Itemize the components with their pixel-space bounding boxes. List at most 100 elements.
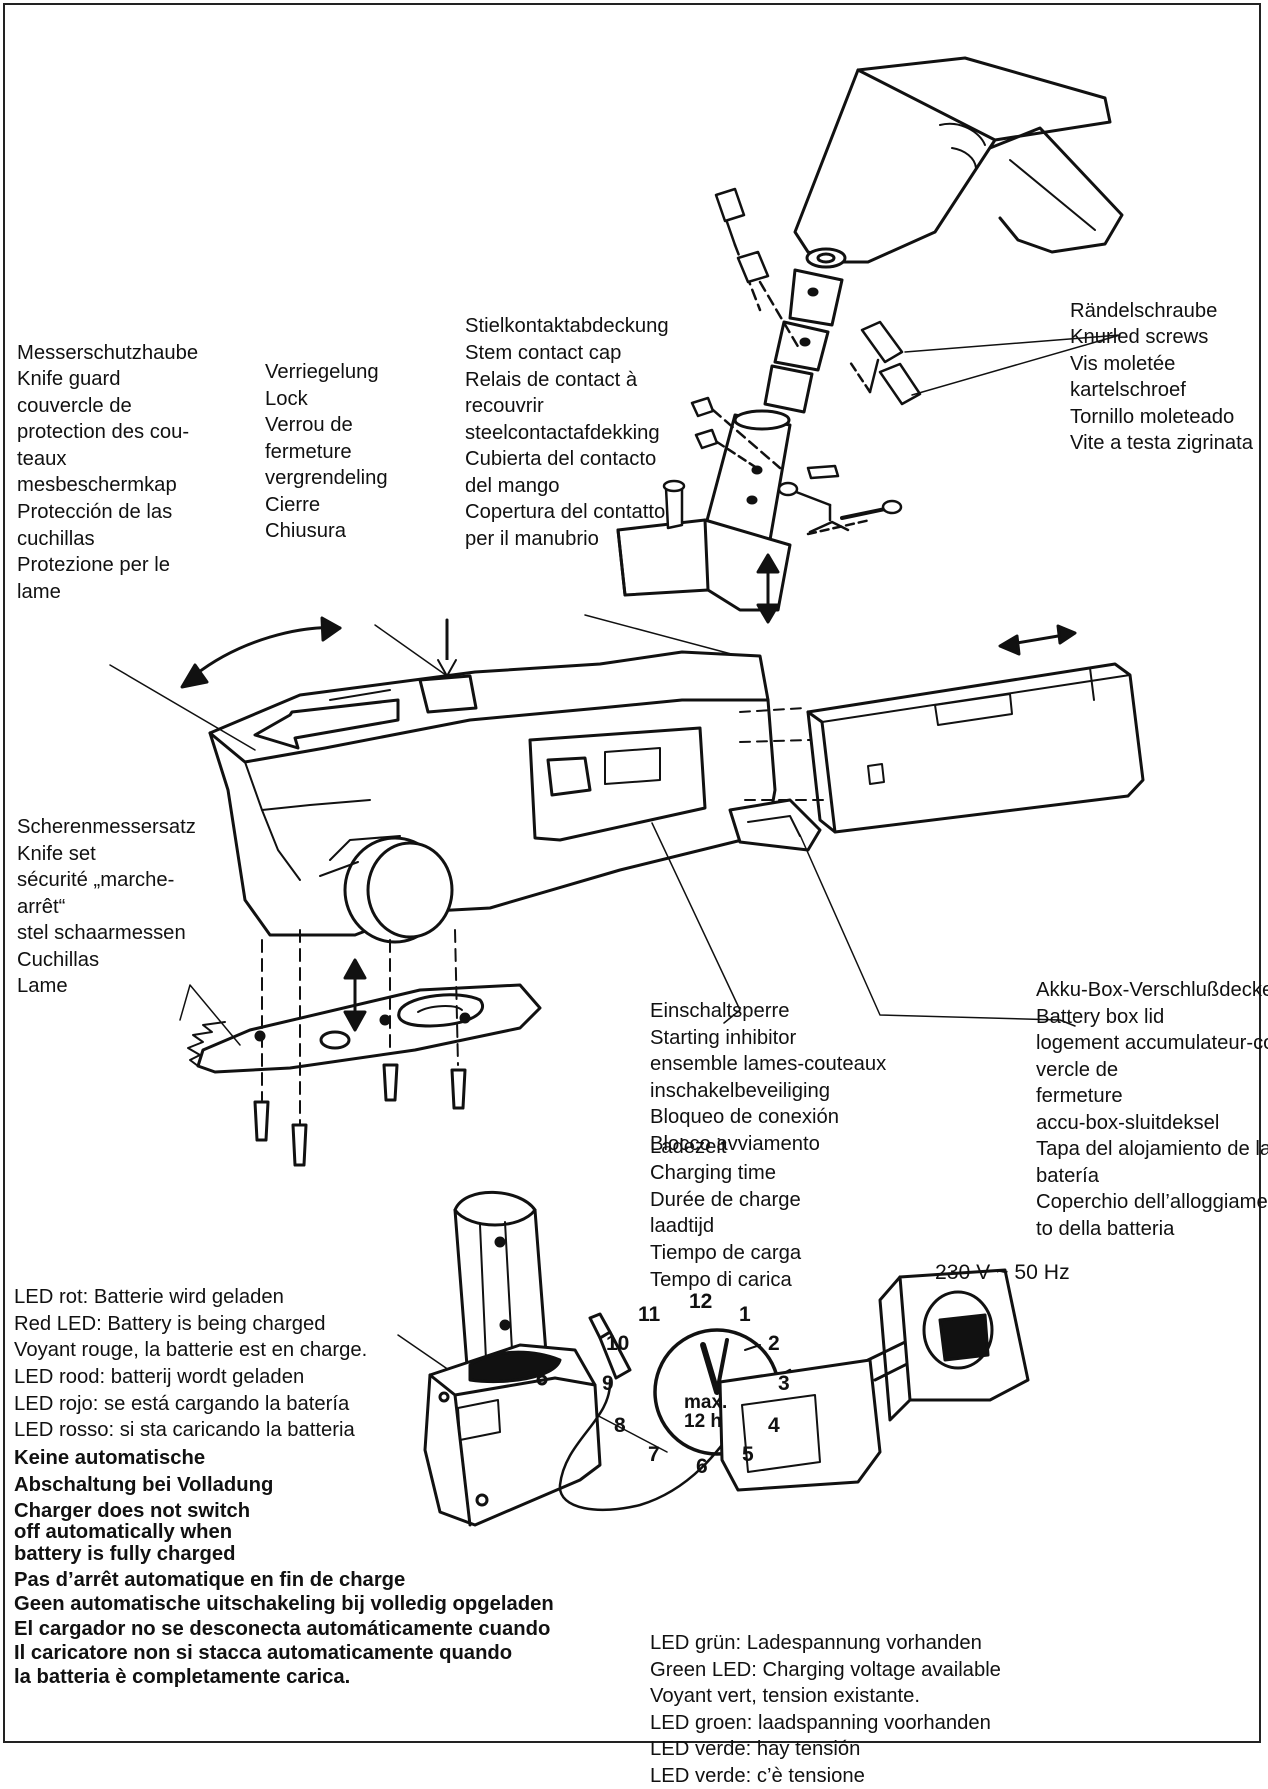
label-line: Geen automatische uitschakeling bij voll…: [14, 1593, 554, 1616]
label-line: Cierre: [265, 493, 321, 516]
label-line: Charger does not switch: [14, 1499, 251, 1522]
charger-illustration: [423, 1343, 602, 1527]
dial-number-5: 5: [742, 1442, 754, 1466]
label-line: Charging time: [650, 1162, 776, 1185]
screws-illustration: [662, 187, 922, 536]
power-adapter-illustration: [558, 1268, 1030, 1511]
label-line: Blocco avviamento: [650, 1132, 820, 1155]
label-line: recouvrir: [465, 395, 544, 418]
label-line: LED grün: Ladespannung vorhanden: [650, 1632, 982, 1655]
dial-number-3: 3: [778, 1371, 790, 1395]
label-line: Chiusura: [265, 520, 346, 543]
label-line: fermeture: [1036, 1085, 1123, 1108]
knife-set-illustration: [187, 929, 542, 1167]
dial-number-11: 11: [638, 1302, 661, 1326]
label-line: Akku-Box-Verschlußdeckel: [1036, 979, 1268, 1002]
trimmer-body-illustration: [208, 650, 822, 944]
label-line: LED rot: Batterie wird geladen: [14, 1286, 284, 1309]
label-line: vergrendeling: [265, 467, 388, 490]
label-line: logement accumulateur-cou-: [1036, 1032, 1268, 1055]
leader-lines: [109, 334, 1121, 1453]
label-line: fermeture: [265, 440, 352, 463]
label-line: ensemble lames-couteaux: [650, 1053, 887, 1076]
label-line: la batteria è completamente carica.: [14, 1666, 351, 1689]
label-line: LED rood: batterij wordt geladen: [14, 1365, 305, 1388]
label-line: Cuchillas: [17, 948, 100, 971]
label-line: to della batteria: [1036, 1217, 1175, 1240]
label-line: Voyant vert, tension existante.: [650, 1685, 920, 1708]
label-line: LED groen: laadspanning voorhanden: [650, 1711, 991, 1734]
label-line: Bloqueo de conexión: [650, 1106, 840, 1129]
label-line: Rändelschraube: [1070, 299, 1218, 322]
handle-illustration: [793, 56, 1124, 269]
label-line: Tornillo moleteado: [1070, 405, 1235, 428]
dial-center-12h: 12 h: [684, 1411, 723, 1433]
dial-number-8: 8: [614, 1413, 626, 1437]
label-line: Stem contact cap: [465, 341, 622, 364]
dial-number-7: 7: [648, 1442, 660, 1466]
dial-center-max: max.: [684, 1392, 728, 1414]
label-line: Einschaltsperre: [650, 1000, 790, 1023]
label-line: Abschaltung bei Volladung: [14, 1474, 274, 1497]
label-line: vercle de: [1036, 1058, 1119, 1081]
battery-pack-illustration: [739, 662, 1145, 834]
label-line: Scherenmessersatz: [17, 816, 196, 839]
label-line: teaux: [17, 447, 67, 470]
dial-number-2: 2: [768, 1331, 780, 1355]
label-line: Cubierta del contacto: [465, 448, 657, 471]
label-line: couvercle de: [17, 394, 132, 417]
label-line: LED rosso: si sta caricando la batteria: [14, 1419, 355, 1442]
label-line: Battery box lid: [1036, 1005, 1165, 1028]
label-line: Coperchio dell’alloggiamen-: [1036, 1191, 1268, 1214]
warning-other-languages: Pas d’arrêt automatique en fin de charge…: [14, 1568, 554, 1689]
label-line: mesbeschermkap: [17, 474, 177, 497]
label-line: accu-box-sluitdeksel: [1036, 1111, 1220, 1134]
label-line: inschakelbeveiliging: [650, 1079, 830, 1102]
label-line: Ladezeit: [650, 1135, 727, 1158]
label-voltage: 230 V ~ 50 Hz: [935, 1260, 1070, 1284]
label-line: battery is fully charged: [14, 1542, 236, 1565]
dial-number-9: 9: [602, 1371, 614, 1395]
label-line: Vis moletée: [1070, 352, 1176, 375]
label-line: Pas d’arrêt automatique en fin de charge: [14, 1569, 406, 1592]
label-line: Red LED: Battery is being charged: [14, 1312, 326, 1335]
label-line: LED verde: c’è tensione: [650, 1764, 865, 1787]
label-line: Starting inhibitor: [650, 1026, 797, 1049]
label-line: batería: [1036, 1164, 1099, 1187]
label-line: del mango: [465, 474, 560, 497]
label-line: cuchillas: [17, 527, 95, 550]
page-frame: [3, 3, 1261, 1743]
label-line: Verrou de: [265, 414, 353, 437]
label-line: Durée de charge: [650, 1188, 801, 1211]
exploded-diagram: [109, 56, 1145, 1527]
label-line: off automatically when: [14, 1521, 233, 1544]
label-line: Voyant rouge, la batterie est en charge.: [14, 1339, 368, 1362]
label-line: Protezione per le: [17, 554, 170, 577]
arrows: [180, 553, 1077, 1032]
label-line: LED verde: hay tensión: [650, 1738, 861, 1761]
label-line: sécurité „marche-: [17, 869, 175, 892]
label-line: stel schaarmessen: [17, 922, 186, 945]
stem-illustration: [616, 268, 844, 612]
label-line: Il caricatore non si stacca automaticame…: [14, 1641, 513, 1664]
label-line: Lock: [265, 387, 308, 410]
dial-number-6: 6: [696, 1455, 708, 1479]
label-line: Stielkontaktabdeckung: [465, 315, 669, 338]
label-line: Lame: [17, 975, 68, 998]
dial-number-1: 1: [739, 1302, 751, 1326]
label-line: Protección de las: [17, 500, 173, 523]
dial-number-10: 10: [606, 1331, 630, 1355]
label-line: arrêt“: [17, 895, 66, 918]
label-line: Relais de contact à: [465, 368, 638, 391]
